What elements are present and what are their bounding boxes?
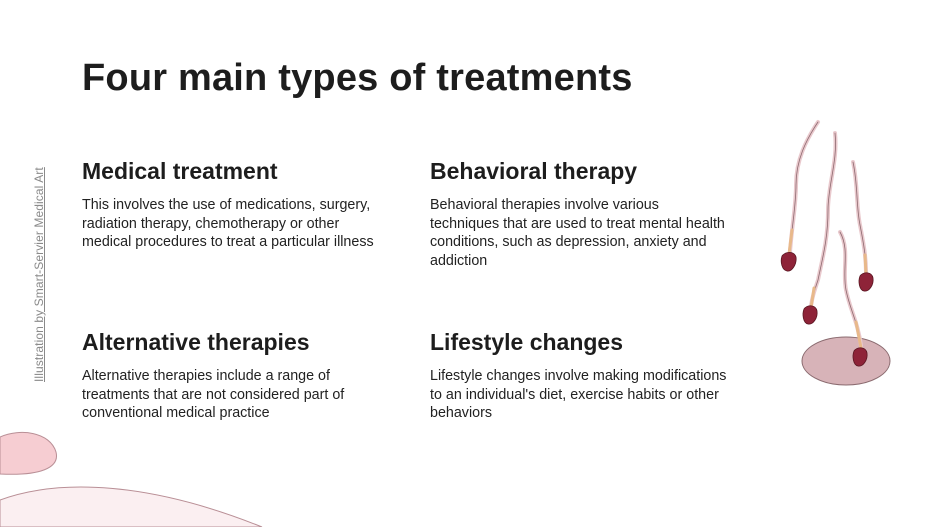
section-behavioral-therapy: Behavioral therapy Behavioral therapies … <box>430 156 730 270</box>
page-title: Four main types of treatments <box>82 57 633 99</box>
bottom-wave-shape <box>0 486 263 527</box>
section-alternative-therapies: Alternative therapies Alternative therap… <box>82 327 392 423</box>
section-body: Alternative therapies include a range of… <box>82 368 345 422</box>
section-heading: Alternative therapies <box>82 329 310 355</box>
section-body: This involves the use of medications, su… <box>82 197 374 251</box>
section-heading: Lifestyle changes <box>430 329 624 355</box>
section-medical-treatment: Medical treatment This involves the use … <box>82 156 382 252</box>
section-lifestyle-changes: Lifestyle changes Lifestyle changes invo… <box>430 327 730 423</box>
section-heading: Behavioral therapy <box>430 158 638 184</box>
section-body: Behavioral therapies involve various tec… <box>430 197 725 269</box>
section-heading: Medical treatment <box>82 158 278 184</box>
egg-cell-shape <box>801 336 891 386</box>
pink-blob-shape <box>0 431 57 475</box>
section-body: Lifestyle changes involve making modific… <box>430 368 727 422</box>
